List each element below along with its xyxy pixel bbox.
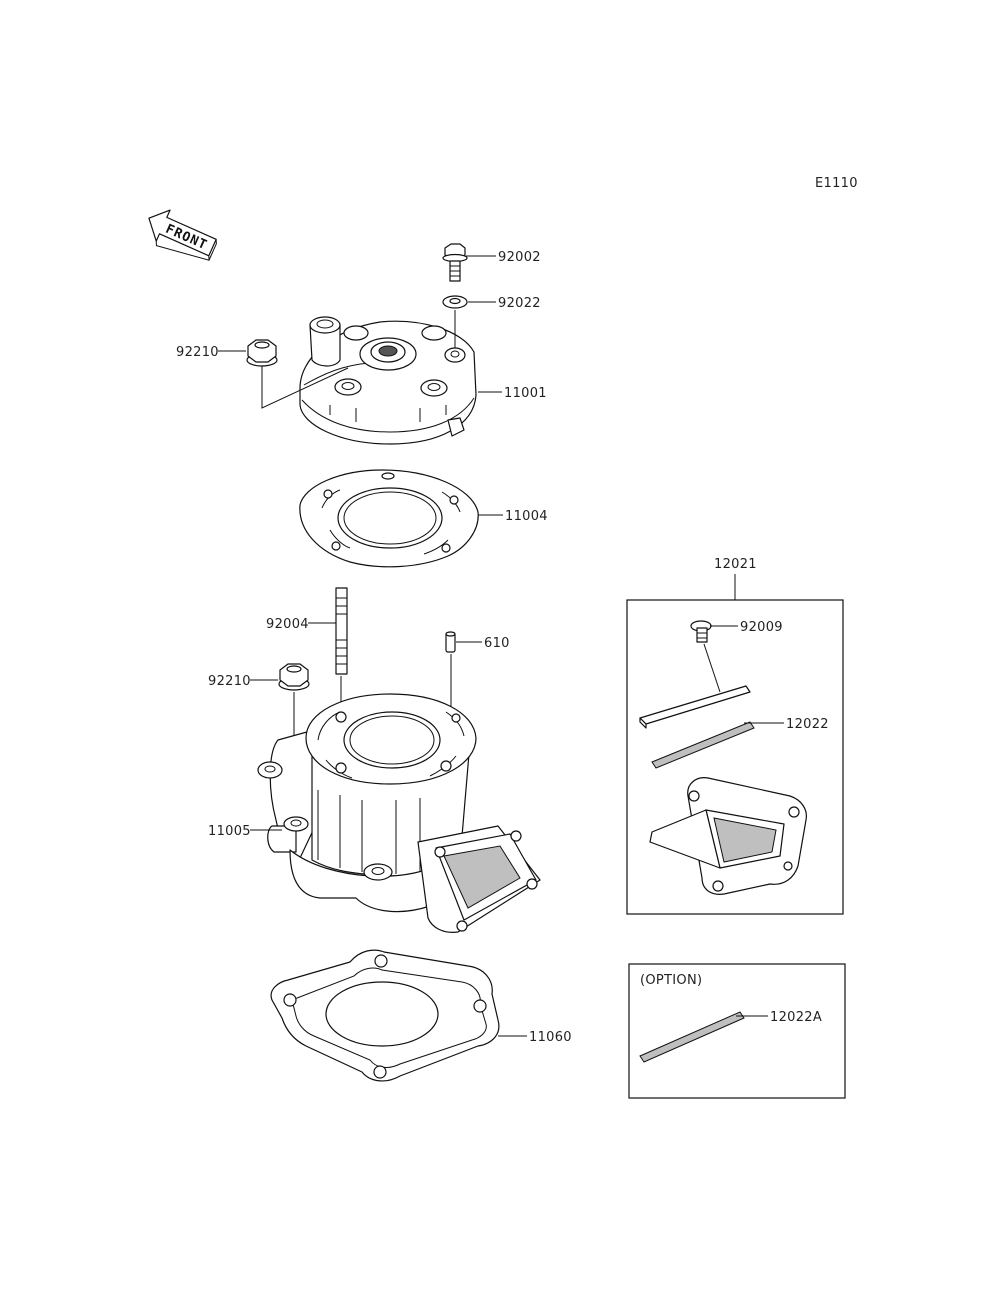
diagram-code: E1110 <box>815 176 858 191</box>
callout-610: 610 <box>484 636 510 651</box>
front-arrow-icon: FRONT <box>148 209 217 261</box>
nut-92210-upper <box>246 339 278 367</box>
dowel-pin-610 <box>445 631 456 653</box>
bolt-92002 <box>442 243 468 282</box>
callout-92022: 92022 <box>498 296 541 311</box>
reed-valve-box: 12021 92009 12022 <box>626 557 844 915</box>
stud-92004 <box>335 587 348 675</box>
callout-92210-upper: 92210 <box>176 345 219 360</box>
callout-11001: 11001 <box>504 386 547 401</box>
callout-11005: 11005 <box>208 824 251 839</box>
head-gasket-11004 <box>299 469 479 568</box>
callout-92002: 92002 <box>498 250 541 265</box>
screw-92009 <box>690 620 712 643</box>
option-title: (OPTION) <box>640 973 702 988</box>
callout-12021: 12021 <box>714 557 757 572</box>
callout-12022a: 12022A <box>770 1010 822 1025</box>
callout-92210-lower: 92210 <box>208 674 251 689</box>
washer-92022 <box>442 295 468 309</box>
callout-11004: 11004 <box>505 509 548 524</box>
callout-92004: 92004 <box>266 617 309 632</box>
callout-92009: 92009 <box>740 620 783 635</box>
cylinder-head-11001 <box>299 316 477 445</box>
base-gasket-11060 <box>270 949 500 1082</box>
nut-92210-lower <box>278 663 310 691</box>
option-box: (OPTION) 12022A <box>628 963 846 1099</box>
cylinder-11005 <box>257 693 541 933</box>
callout-12022: 12022 <box>786 717 829 732</box>
callout-11060: 11060 <box>529 1030 572 1045</box>
